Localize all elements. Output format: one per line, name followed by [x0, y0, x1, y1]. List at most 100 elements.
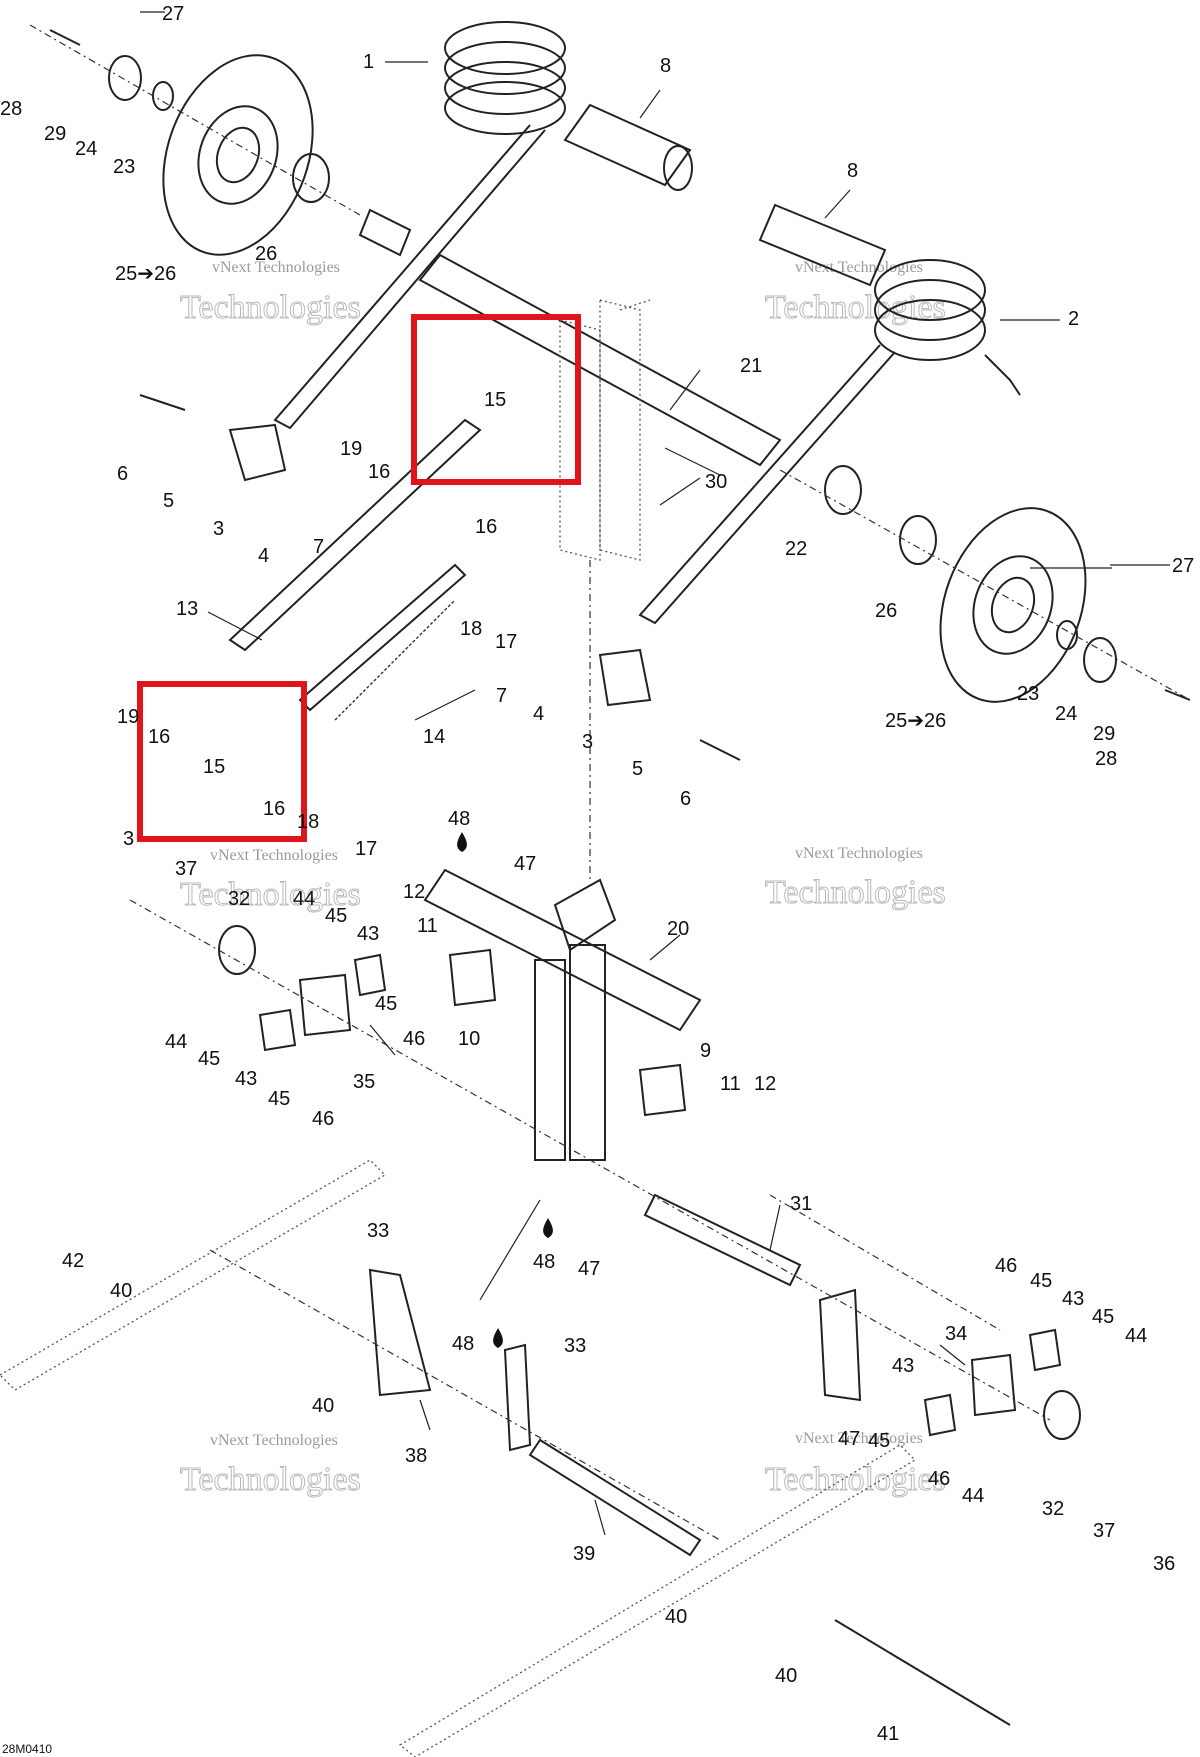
callout-label: 44 [165, 1031, 187, 1053]
rail-serration [334, 599, 456, 721]
callout-label: 46 [403, 1028, 425, 1050]
callout-label: 16 [475, 516, 497, 538]
callout-label: 39 [573, 1543, 595, 1565]
callout-label: 31 [790, 1193, 812, 1215]
bolt-part-28 [49, 29, 81, 46]
callout-label: 26 [255, 243, 277, 265]
watermark-text: Technologies [765, 1461, 946, 1498]
callout-label: 28 [0, 98, 22, 120]
watermark-text: Technologies [180, 876, 361, 913]
callout-label: 34 [945, 1323, 967, 1345]
callout-label: 1 [363, 51, 374, 73]
arm-rail-13 [228, 418, 482, 652]
callout-label: 45 [325, 905, 347, 927]
callout-label: 23 [1017, 683, 1039, 705]
callout-label: 45 [1030, 1270, 1052, 1292]
callout-label: 10 [458, 1028, 480, 1050]
callout-label: 43 [892, 1355, 914, 1377]
callout-label: 5 [632, 758, 643, 780]
callout-label: 15 [484, 389, 506, 411]
callout-label: 6 [117, 463, 128, 485]
callout-label: 17 [355, 838, 377, 860]
tube-part-8-upper [563, 103, 693, 191]
callout-label: 40 [775, 1665, 797, 1687]
callout-label: 42 [62, 1250, 84, 1272]
callout-label: 32 [228, 888, 250, 910]
callout-label: 29 [44, 123, 66, 145]
block-43 [258, 1008, 297, 1052]
callout-label: 8 [847, 160, 858, 182]
callout-label: 17 [495, 631, 517, 653]
axis-line [129, 899, 1051, 1421]
callout-label: 47 [514, 853, 536, 875]
callout-label: 30 [705, 471, 727, 493]
callout-label: 46 [928, 1468, 950, 1490]
axis-line [769, 1194, 1001, 1331]
callout-label: 22 [785, 538, 807, 560]
callout-label: 11 [417, 915, 438, 937]
pivot-housing-3 [228, 423, 287, 482]
parts-art [0, 21, 1191, 1757]
callout-label: 3 [123, 828, 134, 850]
block-9 [638, 1063, 687, 1117]
callout-label: 6 [680, 788, 691, 810]
callout-label: 36 [1153, 1553, 1175, 1575]
callout-label: 33 [367, 1220, 389, 1242]
callout-label: 4 [258, 545, 269, 567]
callout-label: 18 [460, 618, 482, 640]
callout-label: 35 [353, 1071, 375, 1093]
callout-label: 13 [176, 598, 198, 620]
block-43 [353, 953, 387, 997]
idler-wheel-right [939, 507, 1087, 703]
callout-label: 25➔26 [885, 710, 946, 732]
watermark-text: Technologies [765, 289, 946, 326]
callout-label: 29 [1093, 723, 1115, 745]
circlip-part [1056, 620, 1078, 650]
bushing-32 [1043, 1390, 1081, 1440]
callout-label: 32 [1042, 1498, 1064, 1520]
bolt-part-6 [139, 394, 186, 411]
watermark-text: vNext Technologies [795, 1430, 923, 1447]
callout-label: 19 [340, 438, 362, 460]
watermark-text: vNext Technologies [795, 845, 923, 862]
callout-label: 12 [754, 1073, 776, 1095]
long-bolt-41 [834, 1619, 1011, 1726]
callout-label: 11 [720, 1073, 741, 1095]
callout-label: 27 [1172, 555, 1194, 577]
watermark-text: Technologies [180, 289, 361, 326]
callout-label: 26 [875, 600, 897, 622]
callout-label: 2 [1068, 308, 1079, 330]
lower-shaft-39 [528, 1438, 702, 1557]
callout-label: 48 [448, 808, 470, 830]
axis-line [209, 1249, 721, 1541]
callout-label: 40 [110, 1280, 132, 1302]
oil-drop-icon [493, 1328, 503, 1348]
callout-label: 28 [1095, 748, 1117, 770]
callout-label: 3 [582, 731, 593, 753]
callout-label: 7 [313, 536, 324, 558]
callout-label: 27 [162, 3, 184, 25]
block-43 [1028, 1328, 1062, 1372]
callout-label: 3 [213, 518, 224, 540]
leader-lines [140, 11, 1170, 1536]
spacer-part [108, 55, 142, 101]
idler-wheel-left [162, 54, 314, 256]
callout-label: 7 [496, 685, 507, 707]
tube-part-8-right [758, 203, 887, 287]
callout-label: 37 [1093, 1520, 1115, 1542]
bracket-38 [503, 1343, 532, 1452]
callout-label: 24 [75, 138, 97, 160]
bushing-32 [218, 925, 256, 975]
bracket-38 [368, 1268, 432, 1397]
watermark-text: Technologies [765, 874, 946, 911]
callout-label: 46 [995, 1255, 1017, 1277]
cross-shaft-21 [418, 253, 782, 467]
callout-label: 16 [148, 726, 170, 748]
callout-label: 15 [203, 756, 225, 778]
spring-part-1 [273, 21, 566, 430]
watermark-text: vNext Technologies [212, 259, 340, 276]
callout-label: 48 [533, 1251, 555, 1273]
spacer-part [1083, 637, 1117, 683]
callout-label: 44 [962, 1485, 984, 1507]
